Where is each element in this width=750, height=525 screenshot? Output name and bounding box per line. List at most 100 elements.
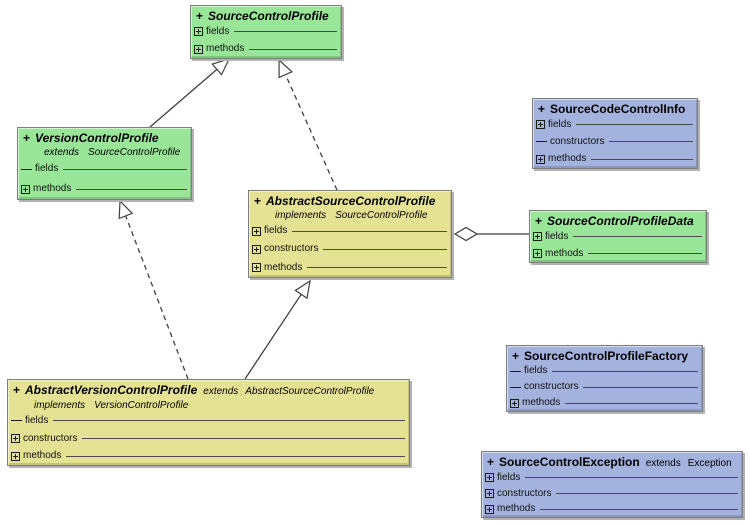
dash-icon [11, 420, 22, 422]
hollow-triangle-arrowhead [211, 58, 231, 76]
section-methods[interactable]: methods [18, 179, 191, 199]
class-box-versioncontrolprofile[interactable]: + VersionControlProfile extends SourceCo… [17, 127, 192, 200]
section-rule [53, 420, 405, 422]
section-methods[interactable]: methods [507, 395, 702, 411]
class-box-sourcecontrolprofilefactory[interactable]: + SourceControlProfileFactory fields con… [506, 345, 703, 412]
section-rule [591, 158, 693, 160]
implements-keyword: implements [34, 400, 86, 411]
section-constructors[interactable]: constructors [533, 133, 697, 150]
section-fields[interactable]: fields [18, 159, 191, 179]
section-rule [63, 168, 187, 170]
section-fields[interactable]: fields [482, 470, 742, 486]
section-rule [576, 124, 693, 126]
visibility-modifier: + [512, 349, 520, 363]
expand-icon[interactable] [194, 27, 203, 37]
section-fields[interactable]: fields [507, 363, 702, 379]
section-label: fields [35, 163, 59, 174]
implements-keyword: implements [275, 210, 327, 221]
section-fields[interactable]: fields [8, 412, 409, 430]
class-title: + SourceControlProfileData [530, 211, 706, 228]
class-box-abstractsourcecontrolprofile[interactable]: + AbstractSourceControlProfile implement… [248, 190, 452, 278]
section-methods[interactable]: methods [249, 259, 451, 277]
expand-icon[interactable] [485, 504, 494, 514]
dash-icon [536, 141, 547, 143]
dash-icon [510, 386, 521, 388]
section-rule [66, 455, 405, 457]
section-methods[interactable]: methods [533, 151, 697, 168]
class-box-sourcecontrolprofile[interactable]: + SourceControlProfile fields methods [190, 5, 342, 59]
section-label: methods [264, 261, 303, 273]
expand-icon[interactable] [533, 232, 542, 241]
class-title: + AbstractSourceControlProfile [249, 191, 451, 208]
section-fields[interactable]: fields [530, 228, 706, 245]
section-rule [588, 253, 702, 254]
class-name: SourceCodeControlInfo [550, 102, 686, 116]
visibility-modifier: + [23, 131, 31, 145]
visibility-modifier: + [538, 102, 546, 116]
section-label: methods [522, 397, 561, 408]
section-fields[interactable]: fields [533, 116, 697, 133]
hollow-triangle-arrowhead [294, 279, 311, 300]
expand-icon[interactable] [11, 451, 20, 461]
class-box-sourcecontrolexception[interactable]: + SourceControlException extends Excepti… [481, 451, 743, 518]
section-rule [552, 370, 698, 372]
extends-line: extends SourceControlProfile [18, 145, 191, 159]
section-methods[interactable]: methods [482, 501, 742, 517]
section-constructors[interactable]: constructors [482, 486, 742, 502]
section-label: constructors [23, 432, 78, 444]
section-label: methods [33, 183, 72, 194]
extends-keyword: extends [44, 147, 80, 158]
class-box-abstractversioncontrolprofile[interactable]: + AbstractVersionControlProfile extends … [7, 379, 410, 466]
section-constructors[interactable]: constructors [249, 240, 451, 258]
relation-realization-abstractversioncontrolprofile-versioncontrolprofile[interactable] [118, 199, 189, 380]
section-methods[interactable]: methods [191, 41, 341, 59]
section-label: methods [548, 153, 587, 165]
expand-icon[interactable] [536, 120, 545, 130]
expand-icon[interactable] [252, 226, 261, 236]
expand-icon[interactable] [485, 473, 494, 483]
section-rule [82, 438, 405, 439]
section-label: constructors [264, 243, 319, 255]
section-methods[interactable]: methods [530, 245, 706, 262]
implements-type: VersionControlProfile [94, 400, 189, 411]
section-constructors[interactable]: constructors [8, 430, 409, 448]
class-name: AbstractVersionControlProfile [25, 383, 198, 397]
expand-icon[interactable] [252, 263, 261, 273]
expand-icon[interactable] [510, 398, 519, 408]
class-title: + SourceControlProfile [191, 6, 341, 23]
dash-icon [21, 168, 32, 170]
relation-realization-abstractsourcecontrolprofile-sourcecontrolprofile[interactable] [278, 58, 338, 191]
section-rule [540, 508, 738, 510]
section-label: fields [264, 225, 288, 237]
section-label: constructors [497, 487, 552, 499]
section-constructors[interactable]: constructors [507, 379, 702, 395]
hollow-triangle-arrowhead [118, 199, 134, 220]
expand-icon[interactable] [536, 154, 545, 164]
section-rule [609, 141, 693, 143]
visibility-modifier: + [535, 214, 543, 228]
class-box-sourcecontrolprofiledata[interactable]: + SourceControlProfileData fields method… [529, 210, 707, 263]
section-label: fields [497, 471, 521, 483]
relation-aggregation-abstractsourcecontrolprofile-sourcecontrolprofiledata[interactable] [453, 226, 529, 242]
section-rule [525, 477, 738, 479]
expand-icon[interactable] [533, 249, 542, 258]
expand-icon[interactable] [11, 434, 20, 443]
class-name: SourceControlProfileData [547, 214, 694, 228]
expand-icon[interactable] [485, 489, 494, 498]
section-fields[interactable]: fields [191, 23, 341, 41]
class-box-sourcecodecontrolinfo[interactable]: + SourceCodeControlInfo fields construct… [532, 98, 698, 169]
section-rule [234, 31, 337, 33]
expand-icon[interactable] [21, 184, 30, 194]
dash-icon [510, 370, 521, 372]
class-title: + SourceControlException extends Excepti… [482, 452, 742, 470]
section-methods[interactable]: methods [8, 447, 409, 465]
hollow-triangle-arrowhead [278, 58, 293, 79]
class-name: SourceControlProfile [208, 9, 329, 23]
section-rule [556, 493, 738, 494]
relation-generalization-versioncontrolprofile-sourcecontrolprofile[interactable] [149, 58, 231, 128]
expand-icon[interactable] [252, 244, 261, 254]
relation-generalization-abstractversioncontrolprofile-abstractsourcecontrolprofile[interactable] [244, 279, 311, 380]
expand-icon[interactable] [194, 44, 203, 54]
section-fields[interactable]: fields [249, 222, 451, 240]
